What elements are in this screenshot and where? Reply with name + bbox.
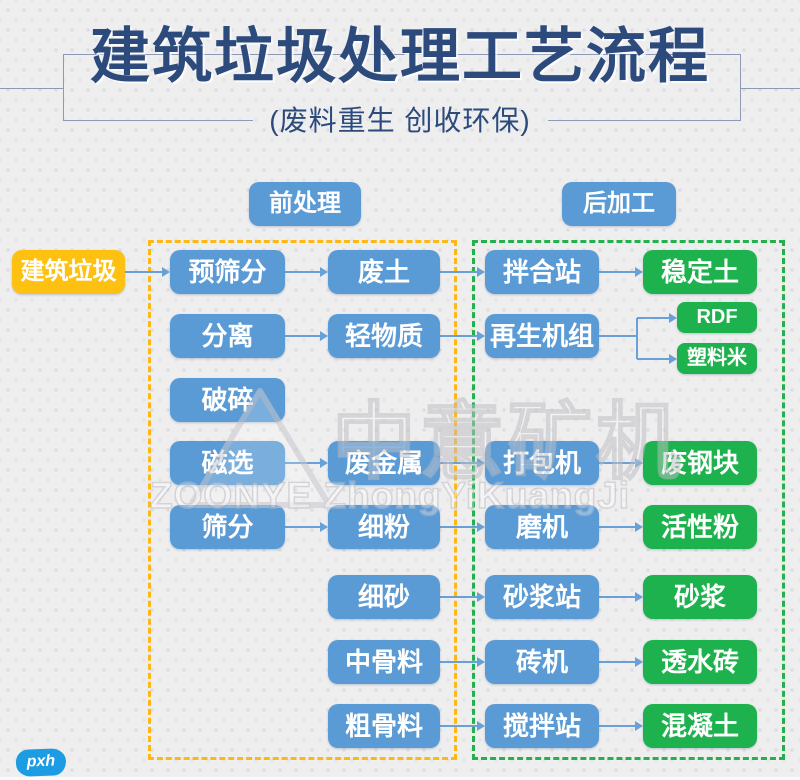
edge-screening-fine-powder-line <box>285 526 320 528</box>
title-frame <box>63 54 741 121</box>
edge-mortar-station-mortar-arrowhead <box>635 592 643 602</box>
title-frame-bottom-left <box>63 120 253 121</box>
edge-regeneration-unit-plastic-pellets-arrowhead <box>669 354 677 364</box>
section-label-post-processing: 后加工 <box>562 182 676 226</box>
edge-construction-waste-pre-screening-line <box>125 271 162 273</box>
node-mortar-station: 砂浆站 <box>485 575 599 619</box>
pre-processing-boundary <box>148 240 457 760</box>
edge-pre-screening-waste-soil-line <box>285 271 320 273</box>
edge-regeneration-unit-branch-vertical <box>636 318 638 359</box>
edge-fine-sand-mortar-station-arrowhead <box>477 592 485 602</box>
edge-medium-aggregate-brick-machine-arrowhead <box>477 657 485 667</box>
node-pre-screening: 预筛分 <box>170 250 285 294</box>
edge-construction-waste-pre-screening-arrowhead <box>162 267 170 277</box>
edge-regeneration-unit-rdf-line <box>637 317 669 319</box>
edge-magnetic-separation-scrap-metal-arrowhead <box>320 458 328 468</box>
edge-grinding-mill-active-powder-arrowhead <box>635 522 643 532</box>
page-subtitle: (废料重生 创收环保) <box>269 105 531 136</box>
node-plastic-pellets: 塑料米 <box>677 343 757 374</box>
edge-separation-light-materials-line <box>285 335 320 337</box>
bottom-edge <box>0 777 800 780</box>
node-light-materials: 轻物质 <box>328 314 440 358</box>
post-processing-boundary <box>472 240 785 760</box>
page-title: 建筑垃圾处理工艺流程 <box>90 23 710 90</box>
edge-baler-scrap-steel-block-arrowhead <box>635 458 643 468</box>
node-regeneration-unit: 再生机组 <box>485 314 599 358</box>
node-coarse-aggregate: 粗骨料 <box>328 704 440 748</box>
edge-fine-sand-mortar-station-line <box>440 596 477 598</box>
edge-grinding-mill-active-powder-line <box>599 526 635 528</box>
edge-separation-light-materials-arrowhead <box>320 331 328 341</box>
title-flank-line-right <box>740 88 800 89</box>
node-separation: 分离 <box>170 314 285 358</box>
title-frame-bottom-right <box>548 120 740 121</box>
edge-light-materials-regeneration-unit-arrowhead <box>477 331 485 341</box>
edge-regeneration-unit-trunk <box>599 335 637 337</box>
edge-mixing-station-stabilized-soil-arrowhead <box>635 267 643 277</box>
node-permeable-brick: 透水砖 <box>643 640 757 684</box>
node-baler: 打包机 <box>485 441 599 485</box>
edge-light-materials-regeneration-unit-line <box>440 335 477 337</box>
node-fine-sand: 细砂 <box>328 575 440 619</box>
node-grinding-mill: 磨机 <box>485 505 599 549</box>
edge-brick-machine-permeable-brick-arrowhead <box>635 657 643 667</box>
edge-waste-soil-mixing-station-line <box>440 271 477 273</box>
edge-scrap-metal-baler-line <box>440 462 477 464</box>
node-scrap-steel-block: 废钢块 <box>643 441 757 485</box>
node-fine-powder: 细粉 <box>328 505 440 549</box>
edge-screening-fine-powder-arrowhead <box>320 522 328 532</box>
edge-medium-aggregate-brick-machine-line <box>440 661 477 663</box>
edge-waste-soil-mixing-station-arrowhead <box>477 267 485 277</box>
node-brick-machine: 砖机 <box>485 640 599 684</box>
node-mixing-station: 拌合站 <box>485 250 599 294</box>
edge-scrap-metal-baler-arrowhead <box>477 458 485 468</box>
node-magnetic-separation: 磁选 <box>170 441 285 485</box>
node-concrete: 混凝土 <box>643 704 757 748</box>
node-mortar: 砂浆 <box>643 575 757 619</box>
node-stabilized-soil: 稳定土 <box>643 250 757 294</box>
node-waste-soil: 废土 <box>328 250 440 294</box>
section-label-pre-processing: 前处理 <box>249 182 361 226</box>
title-flank-line-left <box>0 88 63 89</box>
edge-fine-powder-grinding-mill-arrowhead <box>477 522 485 532</box>
pxh-logo: pxh <box>15 748 67 777</box>
edge-coarse-aggregate-mixing-plant-arrowhead <box>477 721 485 731</box>
node-mixing-plant: 搅拌站 <box>485 704 599 748</box>
edge-mixing-plant-concrete-arrowhead <box>635 721 643 731</box>
node-crushing: 破碎 <box>170 378 285 422</box>
edge-mixing-station-stabilized-soil-line <box>599 271 635 273</box>
node-rdf: RDF <box>677 302 757 333</box>
node-construction-waste: 建筑垃圾 <box>12 250 125 294</box>
node-scrap-metal: 废金属 <box>328 441 440 485</box>
edge-pre-screening-waste-soil-arrowhead <box>320 267 328 277</box>
edge-regeneration-unit-plastic-pellets-line <box>637 358 669 360</box>
edge-brick-machine-permeable-brick-line <box>599 661 635 663</box>
edge-magnetic-separation-scrap-metal-line <box>285 462 320 464</box>
edge-fine-powder-grinding-mill-line <box>440 526 477 528</box>
node-screening: 筛分 <box>170 505 285 549</box>
edge-mixing-plant-concrete-line <box>599 725 635 727</box>
edge-regeneration-unit-rdf-arrowhead <box>669 313 677 323</box>
node-medium-aggregate: 中骨料 <box>328 640 440 684</box>
node-active-powder: 活性粉 <box>643 505 757 549</box>
edge-baler-scrap-steel-block-line <box>599 462 635 464</box>
edge-mortar-station-mortar-line <box>599 596 635 598</box>
edge-coarse-aggregate-mixing-plant-line <box>440 725 477 727</box>
